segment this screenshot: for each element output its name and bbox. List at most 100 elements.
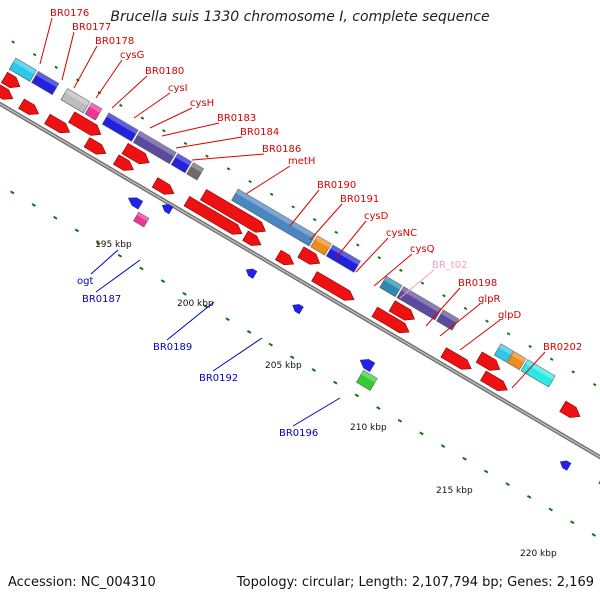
tick-dash — [485, 319, 489, 323]
tick-dash — [548, 507, 553, 512]
tick-dash — [248, 179, 252, 184]
gene-label-br0191: BR0191 — [340, 194, 379, 205]
cds-arrow-inner-0 — [0, 83, 14, 100]
feature-block-0-body — [8, 57, 37, 82]
feature-block-1-shine — [35, 71, 59, 88]
rev-block-1-body — [355, 369, 378, 391]
gene-label-br0190: BR0190 — [317, 180, 356, 191]
tick-dash — [9, 190, 15, 195]
gene-leader-rev-4 — [292, 397, 341, 427]
gene-label-cysh: cysH — [190, 98, 214, 109]
cds-arrow-outer-5 — [388, 300, 415, 321]
gene-leader-5 — [133, 92, 171, 119]
gene-leader-17 — [425, 287, 461, 327]
tick-dash — [290, 355, 295, 360]
tick-dash — [311, 368, 317, 372]
tick-dash — [182, 291, 187, 296]
feature-block-7-body — [186, 162, 205, 181]
tick-dash — [291, 205, 295, 209]
feature-block-11-shine — [384, 276, 402, 290]
cds-arrow-inner-10 — [371, 306, 410, 334]
rev-arrow-1 — [161, 204, 174, 215]
cds-arrow-outer-2-body — [121, 142, 150, 165]
feature-block-11-body — [379, 275, 403, 298]
map-title: Brucella suis 1330 chromosome I, complet… — [110, 9, 490, 25]
topology-summary: Topology: circular; Length: 2,107,794 bp… — [236, 575, 594, 590]
tick-dash — [354, 393, 360, 398]
cds-arrow-inner-6-body — [183, 196, 243, 235]
rev-block-1-shine — [361, 370, 378, 383]
gene-label-ogt: ogt — [77, 276, 93, 287]
gene-leader-4 — [111, 75, 148, 109]
tick-dash — [269, 192, 274, 196]
gene-leader-11 — [289, 189, 320, 227]
feature-block-10-shine — [330, 244, 361, 266]
feature-block-6-shine — [175, 153, 192, 166]
cds-arrow-outer-1 — [68, 111, 102, 136]
gene-leader-16 — [399, 269, 435, 299]
gene-leader-3 — [95, 59, 123, 99]
scale-label-2: 205 kbp — [265, 361, 302, 371]
cds-arrow-outer-1-body — [68, 111, 102, 136]
cds-arrow-outer-0 — [0, 71, 21, 89]
rev-arrow-4 — [359, 359, 376, 372]
tick-dash — [183, 141, 188, 146]
tick-dash — [53, 215, 58, 220]
tick-dash — [528, 344, 532, 349]
cds-arrow-outer-5-body — [388, 300, 415, 321]
gene-label-cysg: cysG — [120, 50, 144, 61]
feature-block-9-shine — [315, 235, 332, 248]
tick-dash — [526, 494, 532, 499]
feature-block-7-shine — [191, 162, 204, 173]
tick-marks — [9, 40, 597, 537]
gene-leader-10 — [245, 165, 291, 195]
feature-block-0 — [8, 57, 37, 82]
feature-block-8-body — [231, 188, 317, 247]
gene-leader-2 — [73, 45, 98, 89]
tick-dash — [420, 281, 425, 285]
scale-label-1: 200 kbp — [177, 299, 214, 309]
gene-label-br0192: BR0192 — [199, 373, 238, 384]
tick-dash — [205, 154, 209, 158]
scale-label-5: 220 kbp — [520, 549, 557, 559]
rev-arrow-5-body — [559, 460, 572, 471]
gene-label-br0176: BR0176 — [50, 8, 89, 19]
tick-dash — [592, 382, 597, 387]
rev-arrow-3-body — [292, 304, 304, 315]
cds-arrow-outer-3-body — [199, 189, 266, 233]
feature-block-14-body — [493, 343, 514, 363]
feature-block-2 — [60, 88, 91, 114]
tick-dash — [376, 406, 381, 410]
tick-dash — [333, 380, 338, 385]
tick-dash — [440, 444, 446, 448]
cds-arrow-inner-4-body — [113, 154, 134, 171]
gene-label-meth: metH — [288, 156, 315, 167]
gene-label-glpr: glpR — [478, 294, 500, 305]
cds-arrow-inner-3 — [83, 137, 107, 155]
feature-block-0-shine — [13, 58, 37, 75]
gene-label-br0184: BR0184 — [240, 127, 279, 138]
gene-leader-0 — [39, 17, 53, 65]
gene-leader-12 — [309, 203, 343, 241]
feature-block-3-body — [84, 102, 103, 121]
tick-dash — [74, 228, 80, 233]
features — [0, 57, 600, 494]
gene-label-glpd: glpD — [498, 310, 521, 321]
feature-block-3-shine — [89, 102, 102, 113]
feature-block-4 — [101, 112, 139, 142]
cds-arrow-inner-1 — [18, 98, 40, 115]
tick-dash — [225, 317, 230, 322]
tick-dash — [399, 268, 403, 273]
tick-dash — [139, 266, 144, 271]
gene-leader-rev-3 — [212, 337, 263, 372]
rev-arrow-1-body — [161, 204, 174, 215]
tick-dash — [31, 203, 36, 207]
feature-block-1-body — [31, 70, 60, 96]
rev-block-1 — [355, 369, 378, 391]
cds-arrow-inner-10-body — [371, 306, 410, 334]
tick-dash — [312, 218, 317, 222]
accession-label: Accession: NC_004310 — [8, 575, 156, 590]
feature-block-5-body — [132, 130, 177, 165]
